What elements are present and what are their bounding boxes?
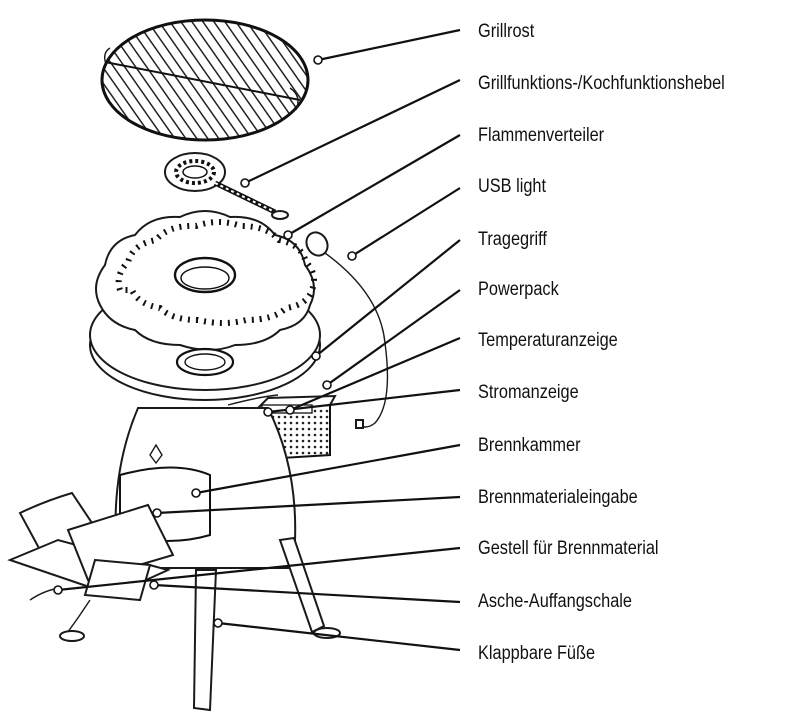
label-usb-light: USB light [478, 175, 546, 196]
label-flammenverteiler: Flammenverteiler [478, 124, 604, 145]
leader-usb-light [351, 187, 461, 257]
label-brennkammer: Brennkammer [478, 434, 581, 455]
part-labels: Grillrost Grillfunktions-/Kochfunktionsh… [478, 20, 725, 663]
label-fuesse: Klappbare Füße [478, 642, 595, 663]
leader-lines [53, 28, 461, 652]
usb-light-illustration [305, 231, 389, 429]
label-tragegriff: Tragegriff [478, 228, 547, 249]
leader-flammenverteiler [287, 134, 461, 236]
leader-asche [153, 583, 461, 604]
label-hebel: Grillfunktions-/Kochfunktionshebel [478, 72, 725, 93]
label-powerpack: Powerpack [478, 278, 559, 299]
leader-powerpack [326, 289, 461, 386]
leader-grillrost [317, 28, 461, 62]
top-plate-illustration [89, 210, 321, 401]
fuel-rack-illustration [7, 491, 175, 641]
label-temperaturanzeige: Temperaturanzeige [478, 329, 618, 350]
grill-grate-illustration [100, 18, 310, 142]
leader-fuesse [217, 621, 461, 652]
label-asche: Asche-Auffangschale [478, 590, 632, 611]
label-brennmaterialeingabe: Brennmaterialeingabe [478, 486, 638, 507]
label-gestell: Gestell für Brennmaterial [478, 537, 659, 558]
leader-brennmaterialeingabe [156, 495, 461, 515]
leader-brennkammer [195, 443, 461, 495]
folding-legs-illustration [59, 536, 341, 712]
leader-temperaturanzeige [289, 336, 461, 412]
label-grillrost: Grillrost [478, 20, 534, 41]
leader-tragegriff [315, 239, 461, 357]
leader-gestell [57, 546, 461, 592]
flame-distributor-illustration [164, 152, 289, 220]
label-stromanzeige: Stromanzeige [478, 381, 579, 402]
leader-hebel [244, 79, 461, 184]
leader-stromanzeige [267, 388, 461, 414]
